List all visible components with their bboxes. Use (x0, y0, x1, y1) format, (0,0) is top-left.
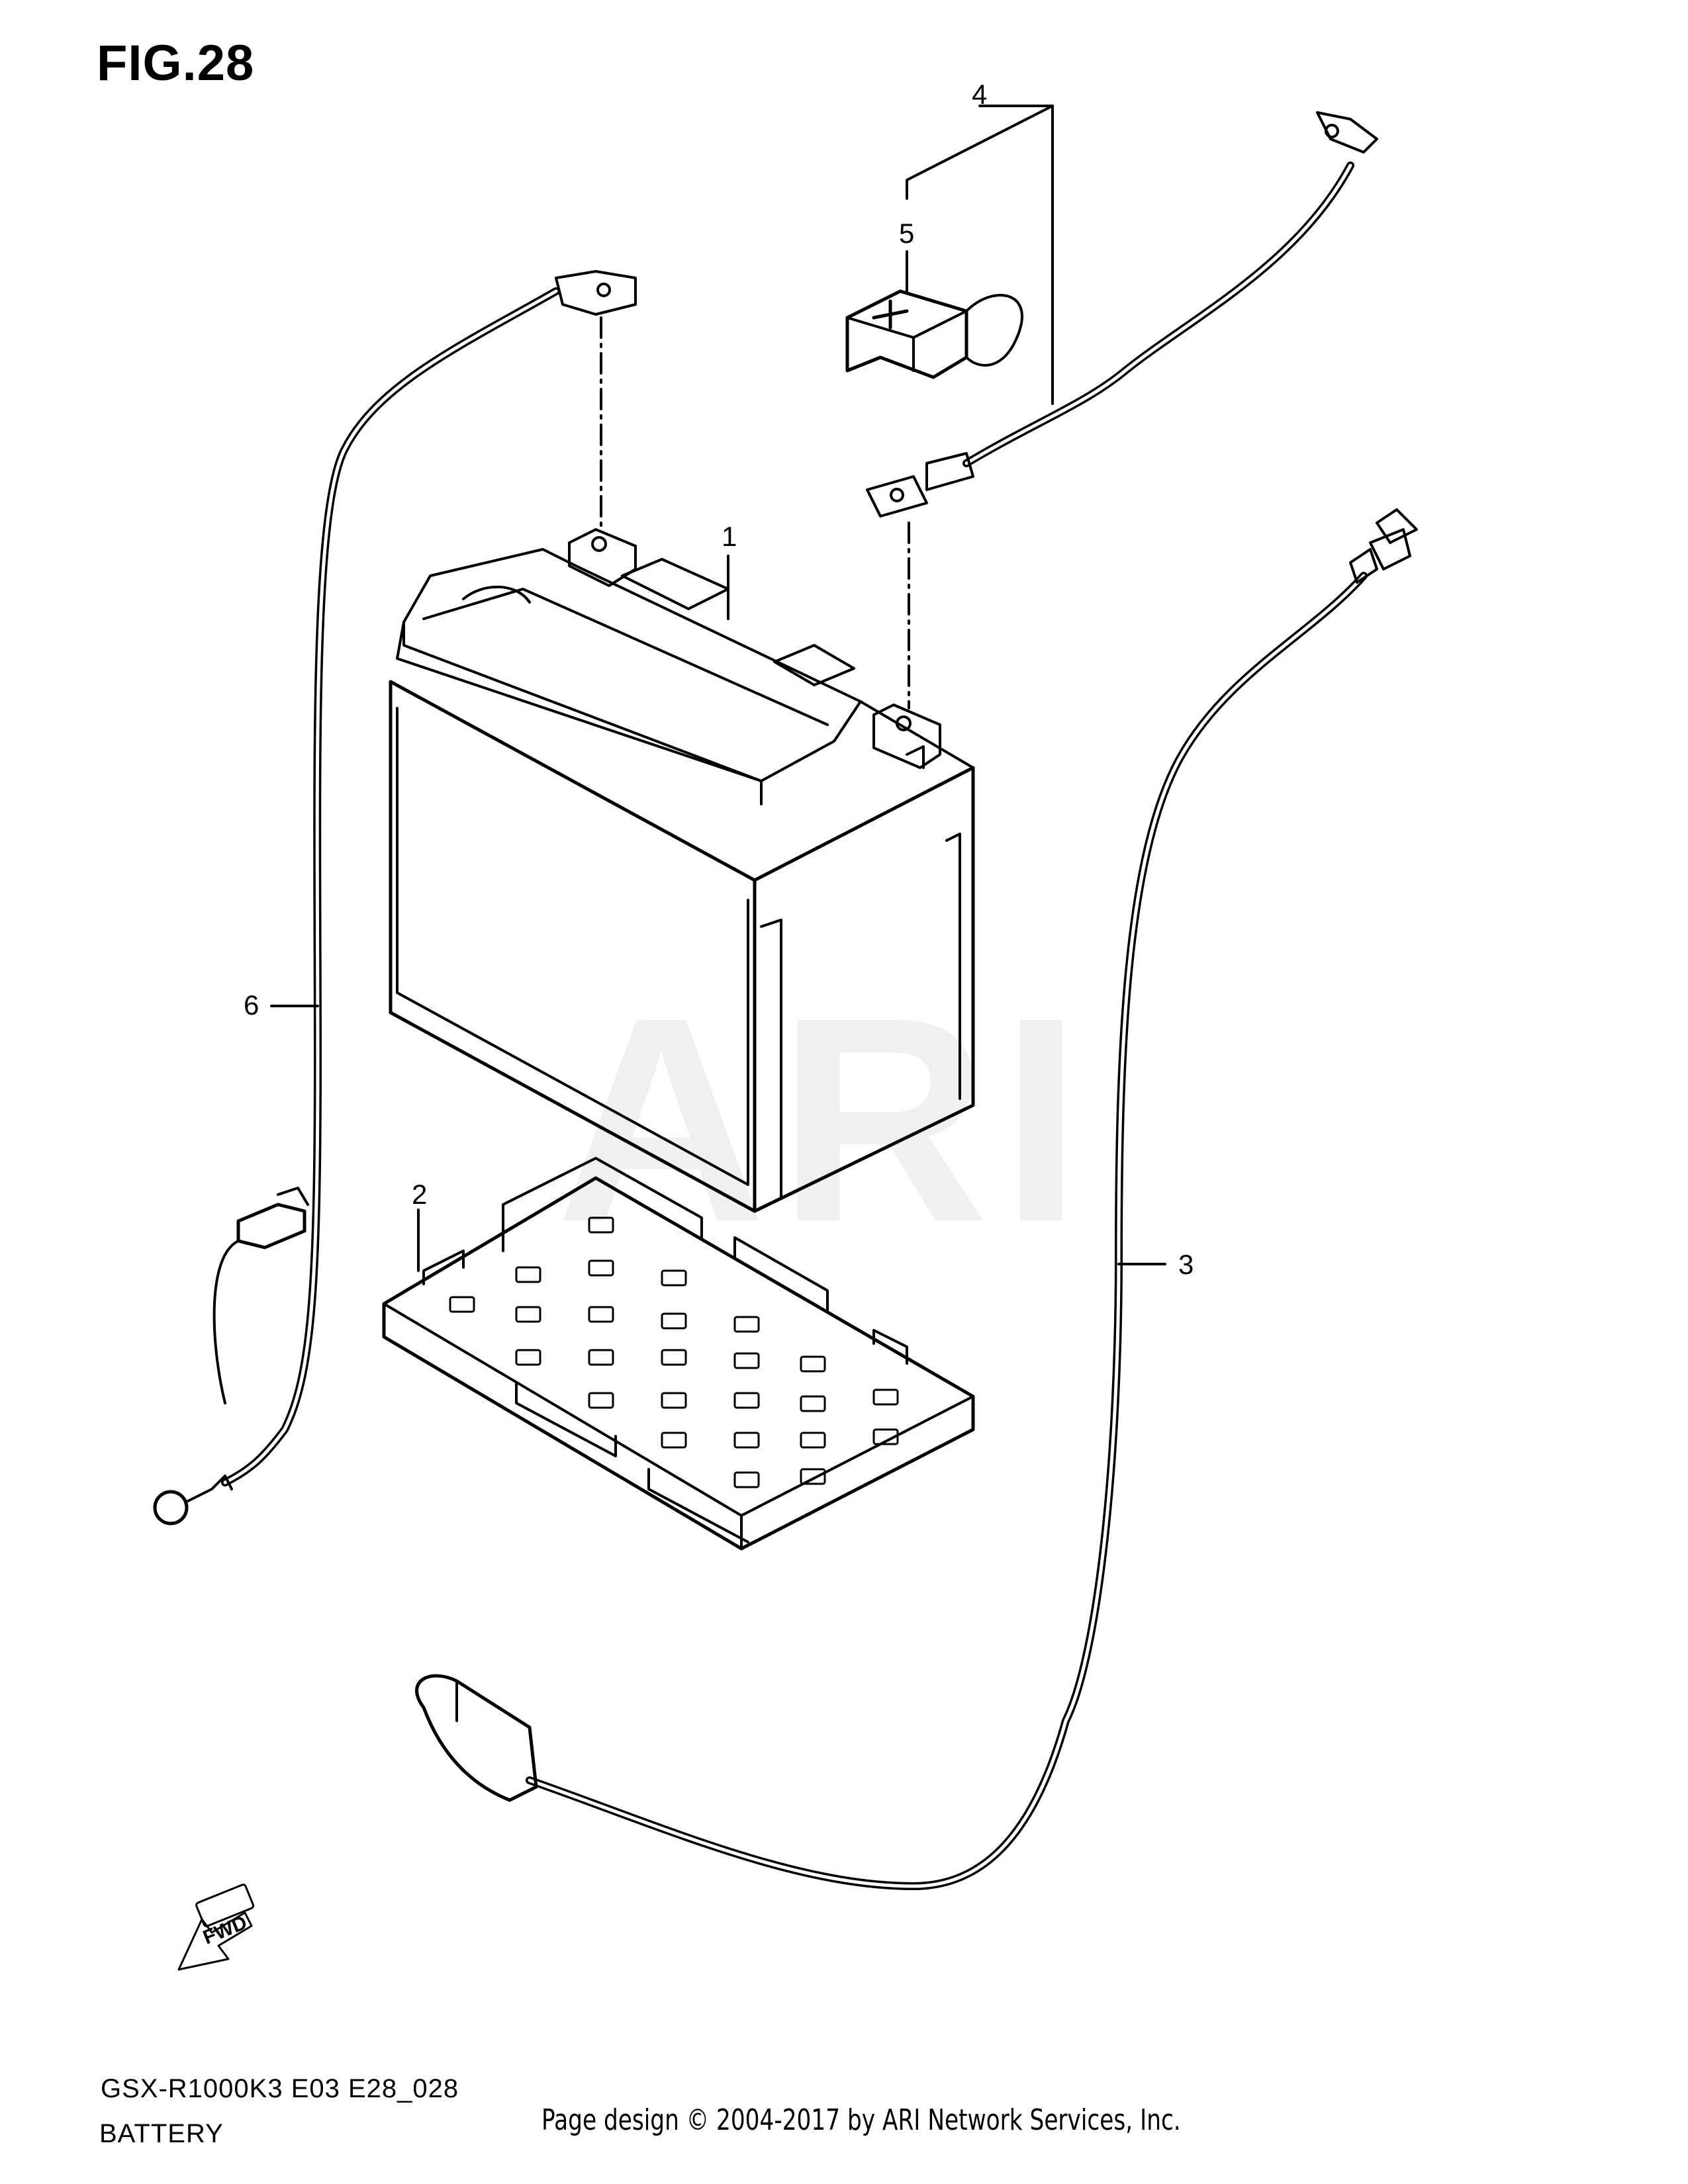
figure-title: FIG.28 (97, 35, 255, 91)
ari-watermark: ARI (556, 958, 1094, 1283)
terminal-cover-part[interactable] (845, 289, 1023, 379)
fwd-arrow-icon (177, 1884, 255, 1971)
battery-tray-part[interactable] (382, 1157, 975, 1551)
diagram-name: BATTERY (99, 2119, 224, 2148)
callout-label-2: 2 (412, 1179, 428, 1210)
model-code: GSX-R1000K3 E03 E28_028 (101, 2074, 459, 2103)
positive-cable-part[interactable] (866, 111, 1378, 518)
ground-cable-part[interactable] (153, 270, 637, 1525)
callout-label-6: 6 (244, 989, 259, 1021)
callout-bracket-4 (906, 105, 1054, 405)
callout-label-1: 1 (722, 521, 737, 552)
battery-part[interactable] (389, 528, 975, 1213)
callout-label-4: 4 (972, 79, 988, 110)
callout-label-5: 5 (899, 218, 915, 249)
long-cable-part[interactable] (415, 508, 1418, 1890)
copyright-notice: Page design © 2004-2017 by ARI Network S… (541, 2103, 1181, 2137)
callout-label-3: 3 (1178, 1249, 1194, 1280)
